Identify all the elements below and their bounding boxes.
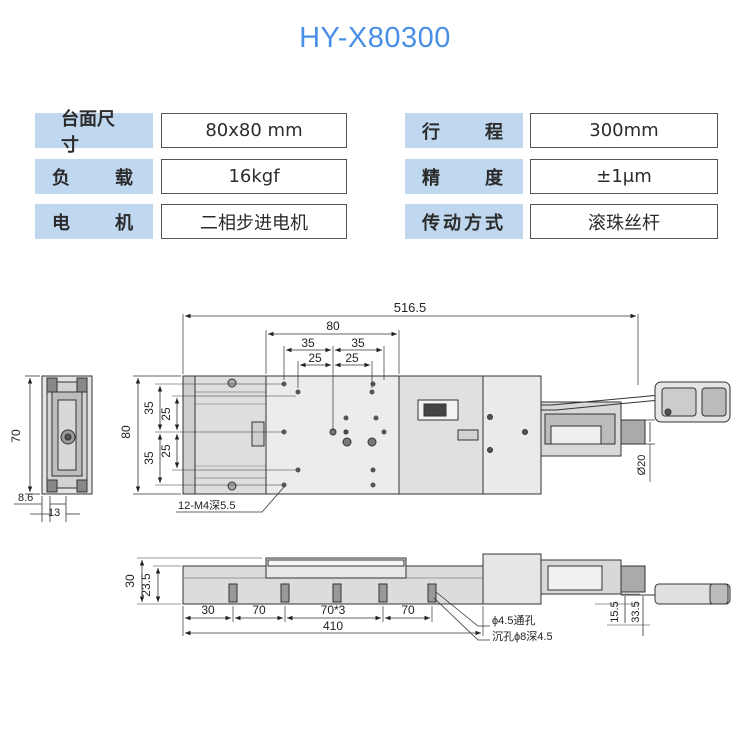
spec-value-load: 16kgf xyxy=(161,159,347,194)
pitch-35-left-label: 35 xyxy=(301,336,315,350)
spec-label-travel: 行 程 xyxy=(405,113,523,148)
end-dim-13-label: 13 xyxy=(48,507,60,519)
table-width-label: 80 xyxy=(326,319,340,333)
dim-33-5-label: 33.5 xyxy=(630,601,642,622)
spec-label-load: 负 载 xyxy=(35,159,153,194)
dim-15-5-label: 15.5 xyxy=(609,601,621,622)
pitch-25-right-label: 25 xyxy=(345,351,359,365)
motor-dia-label: Ø20 xyxy=(636,455,648,476)
spec-label-drive: 传动方式 xyxy=(405,204,523,239)
side-height-23-5-label: 23.5 xyxy=(139,573,153,597)
spec-table: 台面尺寸 80x80 mm 行 程 300mm 负 载 16kgf 精 度 ±1… xyxy=(35,109,718,241)
spec-label-text: 台面尺寸 xyxy=(61,108,115,156)
end-height-label: 70 xyxy=(9,429,23,443)
spec-value-travel: 300mm xyxy=(530,113,718,148)
spec-value-drive: 滚珠丝杆 xyxy=(530,204,718,239)
spec-label-accuracy: 精 度 xyxy=(405,159,523,194)
product-title: HY-X80300 xyxy=(299,22,451,54)
side-height-30-label: 30 xyxy=(123,574,137,588)
v25-top-label: 25 xyxy=(159,407,173,421)
seg-70x3-label: 70*3 xyxy=(321,603,346,617)
pitch-25-left-label: 25 xyxy=(308,351,322,365)
v35-top-label: 35 xyxy=(142,401,156,415)
seg-70b-label: 70 xyxy=(401,603,415,617)
spec-value-table-size: 80x80 mm xyxy=(161,113,347,148)
side-view xyxy=(137,553,731,641)
tap-callout-label: 12-M4深5.5 xyxy=(178,499,235,512)
height-80-label: 80 xyxy=(119,425,133,439)
v25-bottom-label: 25 xyxy=(159,444,173,458)
top-view xyxy=(133,313,731,513)
end-view xyxy=(14,375,93,522)
seg-30-label: 30 xyxy=(201,603,215,617)
overall-length-label: 516.5 xyxy=(394,300,427,315)
counterbore-label: 沉孔ϕ8深4.5 xyxy=(492,630,553,643)
spec-label-motor: 电 机 xyxy=(35,204,153,239)
total-410-label: 410 xyxy=(323,619,343,633)
seg-70a-label: 70 xyxy=(252,603,266,617)
spec-value-motor: 二相步进电机 xyxy=(161,204,347,239)
end-dim-8-6-label: 8.6 xyxy=(18,492,33,504)
v35-bottom-label: 35 xyxy=(142,451,156,465)
spec-label-table-size: 台面尺寸 xyxy=(35,109,153,156)
pitch-35-right-label: 35 xyxy=(351,336,365,350)
through-hole-label: ϕ4.5通孔 xyxy=(492,614,535,627)
spec-value-accuracy: ±1μm xyxy=(530,159,718,194)
